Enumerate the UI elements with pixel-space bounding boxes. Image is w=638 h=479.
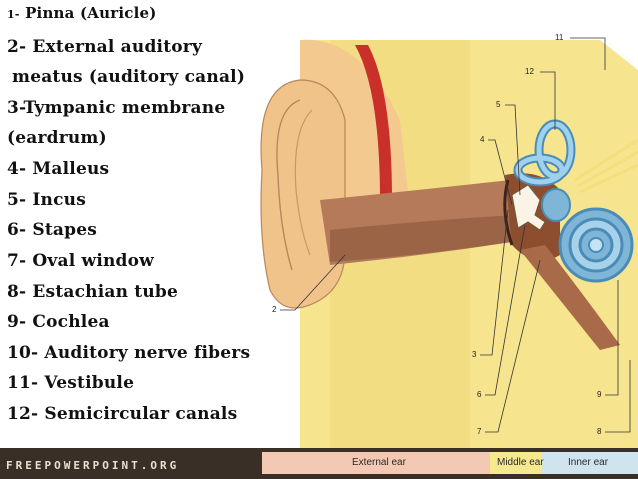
callout-11: 11 xyxy=(555,33,564,42)
legend-item-10: 10- Auditory nerve fibers xyxy=(7,343,250,363)
region-label-inner: Inner ear xyxy=(568,457,608,468)
vestibule xyxy=(542,189,570,221)
legend-item-1-number: 1- xyxy=(7,8,20,21)
legend-item-2-line1: 2- External auditory xyxy=(7,37,202,57)
legend-item-1: 1- Pinna (Auricle) xyxy=(7,4,157,22)
callout-3: 3 xyxy=(472,350,477,359)
callout-5: 5 xyxy=(496,100,501,109)
legend-item-1-text: Pinna (Auricle) xyxy=(25,4,156,22)
callout-8: 8 xyxy=(597,427,602,436)
legend-item-6: 6- Stapes xyxy=(7,220,97,240)
callout-6: 6 xyxy=(477,390,482,399)
region-label-external: External ear xyxy=(352,457,406,468)
legend-item-5: 5- Incus xyxy=(7,190,86,210)
callout-7: 7 xyxy=(477,427,482,436)
legend-item-2-line2: meatus (auditory canal) xyxy=(12,67,245,87)
callout-2: 2 xyxy=(272,305,277,314)
region-label-middle: Middle ear xyxy=(497,457,544,468)
legend-item-11: 11- Vestibule xyxy=(7,373,134,393)
footer-brand: FREEPOWERPOINT.ORG xyxy=(6,459,179,472)
callout-4: 4 xyxy=(480,135,485,144)
legend-item-3-line1: 3-Tympanic membrane xyxy=(7,98,225,118)
legend-item-7: 7- Oval window xyxy=(7,251,154,271)
cochlea xyxy=(560,209,632,281)
legend-item-4: 4- Malleus xyxy=(7,159,109,179)
callout-12: 12 xyxy=(525,67,534,76)
pinna xyxy=(261,80,345,308)
callout-9: 9 xyxy=(597,390,602,399)
legend-item-3-line2: (eardrum) xyxy=(7,128,107,148)
legend-item-9: 9- Cochlea xyxy=(7,312,110,332)
legend-item-12: 12- Semicircular canals xyxy=(7,404,237,424)
legend-item-8: 8- Estachian tube xyxy=(7,282,178,302)
